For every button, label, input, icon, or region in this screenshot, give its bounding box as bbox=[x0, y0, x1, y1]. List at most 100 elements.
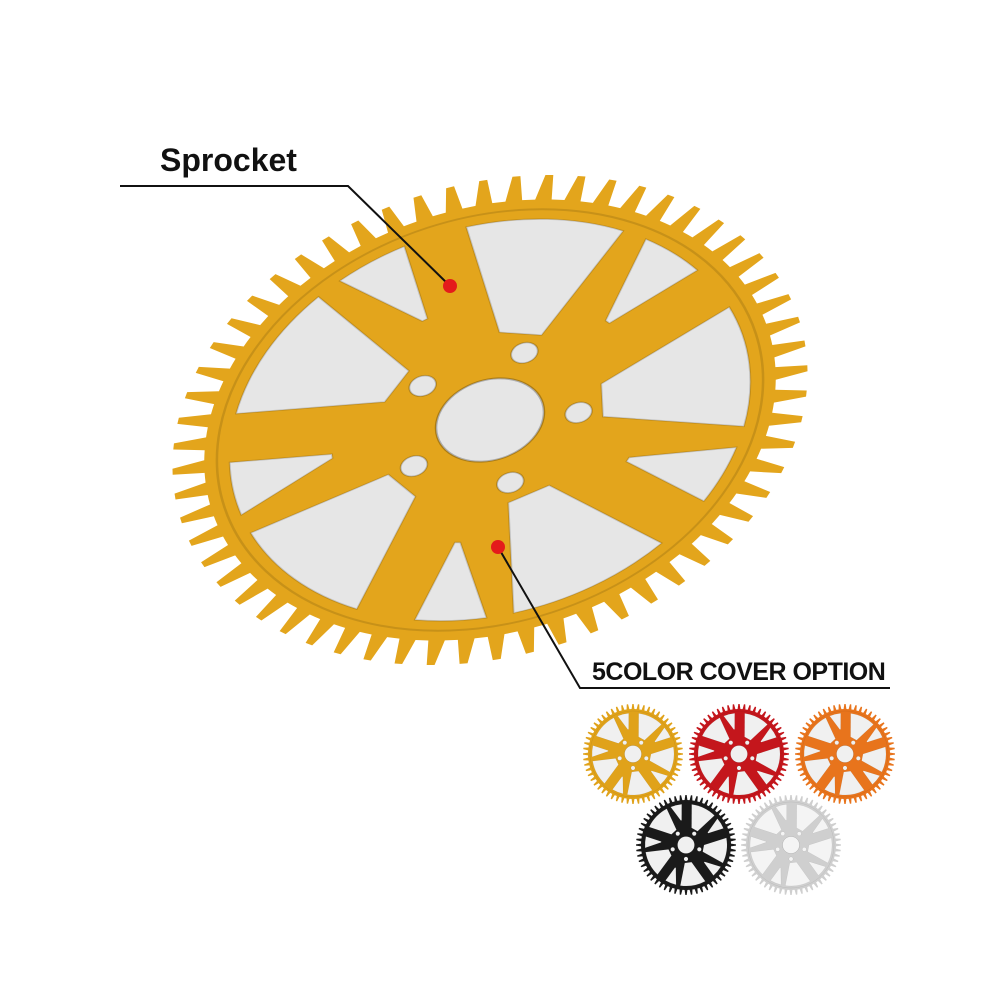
spoke-window bbox=[753, 808, 782, 835]
center-bore bbox=[624, 745, 642, 763]
color-option-callout-dot bbox=[491, 540, 505, 554]
bolt-hole bbox=[638, 740, 644, 745]
bolt-hole bbox=[697, 847, 702, 852]
bolt-hole bbox=[564, 401, 593, 424]
color-option-black bbox=[636, 795, 736, 895]
spoke-window bbox=[617, 713, 629, 730]
bolt-hole bbox=[736, 765, 742, 771]
spoke-window bbox=[839, 770, 865, 796]
gear-ring bbox=[589, 710, 677, 798]
bolt-hole bbox=[775, 847, 780, 852]
color-option-red bbox=[689, 704, 789, 804]
spoke-window bbox=[413, 541, 488, 622]
bolt-hole bbox=[496, 471, 525, 494]
spoke-window bbox=[670, 804, 682, 821]
spoke-window bbox=[249, 473, 417, 611]
spoke-window bbox=[627, 770, 653, 796]
gear-ring bbox=[215, 208, 765, 632]
bolt-hole bbox=[622, 740, 628, 745]
spoke-window bbox=[862, 770, 881, 785]
center-bore bbox=[730, 745, 748, 763]
spoke-window bbox=[600, 305, 752, 428]
bolt-hole bbox=[728, 740, 734, 745]
spoke-window bbox=[650, 770, 669, 785]
bolt-hole bbox=[856, 756, 861, 761]
spoke-window bbox=[665, 867, 677, 885]
spoke-window bbox=[649, 746, 675, 773]
spoke-window bbox=[612, 776, 624, 794]
color-option-orange bbox=[795, 704, 895, 804]
bolt-hole bbox=[630, 765, 636, 771]
bolt-hole bbox=[723, 756, 728, 761]
spoke-window bbox=[465, 218, 625, 336]
spoke-window bbox=[861, 746, 887, 773]
center-bore bbox=[782, 836, 800, 854]
spoke-window bbox=[707, 818, 724, 834]
gear-ring bbox=[747, 801, 835, 889]
gear-ring bbox=[801, 710, 889, 798]
main-sprocket-gear bbox=[172, 174, 808, 666]
bolt-hole bbox=[850, 740, 856, 745]
bolt-hole bbox=[670, 847, 675, 852]
spoke-window bbox=[702, 837, 728, 864]
spoke-window bbox=[680, 861, 706, 887]
spoke-window bbox=[638, 713, 662, 741]
bolt-hole bbox=[644, 756, 649, 761]
spoke-window bbox=[228, 453, 334, 517]
spoke-window bbox=[760, 727, 777, 743]
spoke-window bbox=[718, 776, 730, 794]
spoke-window bbox=[625, 446, 738, 503]
center-bore bbox=[836, 745, 854, 763]
gear-ring bbox=[695, 710, 783, 798]
spoke-window bbox=[807, 837, 833, 864]
spoke-window bbox=[756, 770, 775, 785]
bolt-hole bbox=[842, 765, 848, 771]
main-sprocket bbox=[172, 174, 808, 666]
spoke-window bbox=[812, 818, 829, 834]
spoke-window bbox=[807, 717, 836, 744]
spoke-window bbox=[808, 861, 827, 876]
color-option-callout-line bbox=[497, 546, 890, 689]
spoke-window bbox=[775, 804, 787, 821]
spoke-window bbox=[733, 770, 759, 796]
spoke-window bbox=[750, 849, 777, 875]
bolt-hole bbox=[691, 831, 697, 836]
bolt-hole bbox=[399, 455, 429, 478]
bolt-hole bbox=[802, 847, 807, 852]
spoke-window bbox=[749, 836, 767, 849]
spoke-window bbox=[866, 727, 883, 743]
spoke-window bbox=[824, 776, 836, 794]
spoke-window bbox=[591, 745, 609, 758]
spoke-window bbox=[850, 713, 874, 741]
spoke-window bbox=[703, 861, 722, 876]
spoke-window bbox=[234, 295, 411, 415]
spoke-window bbox=[697, 745, 715, 758]
color-option-silver bbox=[741, 795, 841, 895]
spoke-window bbox=[796, 804, 820, 832]
bolt-hole bbox=[408, 374, 437, 397]
spoke-window bbox=[701, 717, 730, 744]
spoke-window bbox=[744, 713, 768, 741]
color-option-thumbnails bbox=[583, 704, 895, 895]
spoke-window bbox=[698, 758, 725, 784]
gear-ring bbox=[642, 801, 730, 889]
bolt-hole bbox=[675, 831, 681, 836]
spoke-window bbox=[644, 836, 662, 849]
bolt-hole bbox=[788, 856, 794, 862]
spoke-window bbox=[648, 808, 677, 835]
sprocket-callout-dot bbox=[443, 279, 457, 293]
bolt-hole bbox=[796, 831, 802, 836]
spoke-window bbox=[604, 238, 699, 325]
bolt-hole bbox=[683, 856, 689, 862]
spoke-window bbox=[723, 713, 735, 730]
spoke-window bbox=[654, 727, 671, 743]
center-bore bbox=[434, 377, 546, 463]
bolt-hole bbox=[780, 831, 786, 836]
spoke-window bbox=[803, 745, 821, 758]
spoke-window bbox=[770, 867, 782, 885]
color-option-gold bbox=[583, 704, 683, 804]
spoke-window bbox=[785, 861, 811, 887]
bolt-hole bbox=[744, 740, 750, 745]
